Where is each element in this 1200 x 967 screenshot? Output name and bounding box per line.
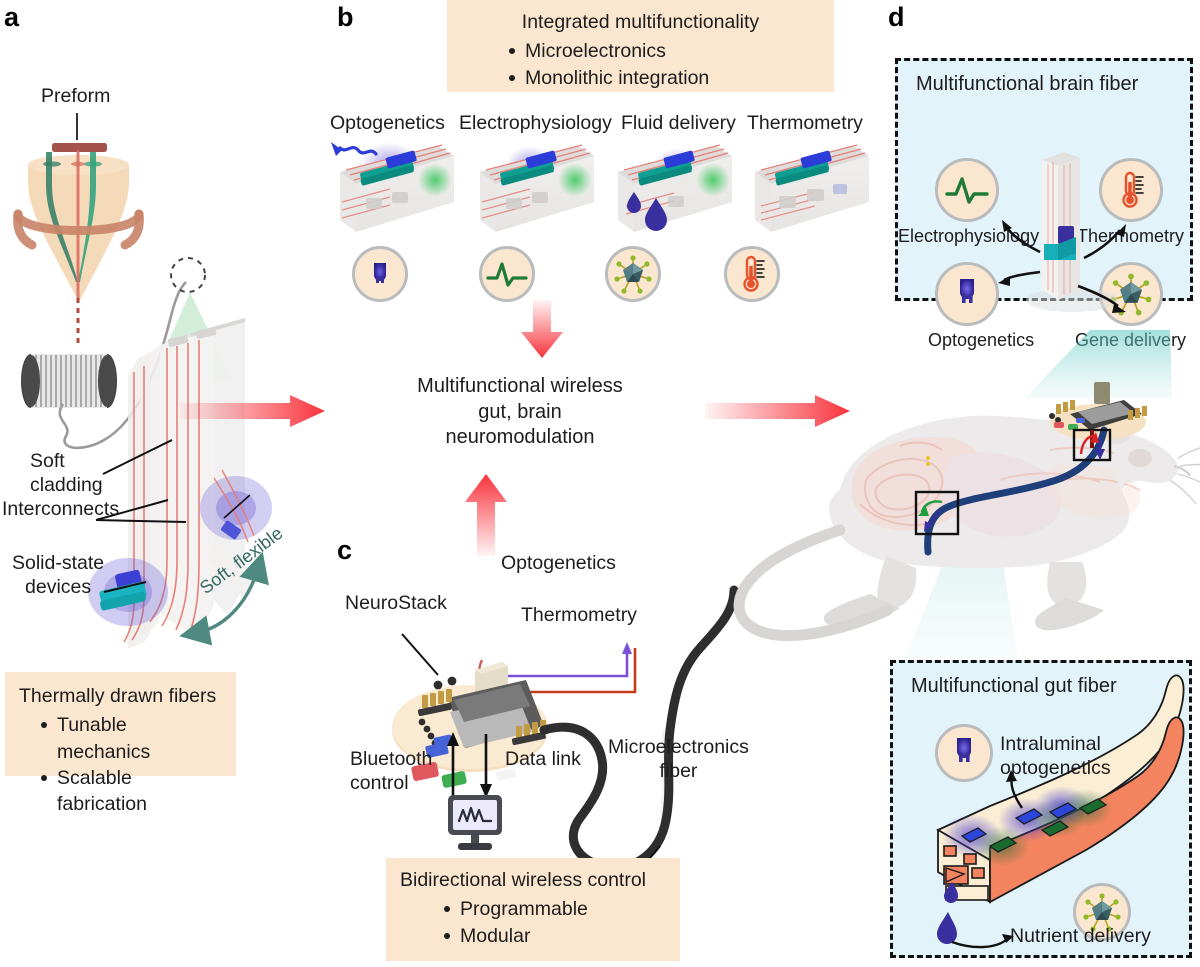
optogenetics-label-c: Optogenetics (501, 552, 616, 574)
data-link-label: Data link (505, 748, 581, 770)
brain-function-label-electrophysiology: Electrophysiology (898, 226, 1040, 246)
interconnects-label: Interconnects (2, 498, 120, 520)
center-arrows (180, 300, 850, 427)
brain-box-title: Multifunctional brain fiber (916, 73, 1139, 95)
virus-capsid-icon (605, 246, 661, 302)
panel-letter-d: d (888, 2, 905, 32)
gut-box-title: Multifunctional gut fiber (911, 675, 1117, 697)
brain-fiber-illustration (998, 152, 1126, 313)
soft-cladding-line1: Soft (30, 450, 65, 472)
callout-bullet: Programmable (444, 896, 666, 922)
bidirectional-arrows (447, 732, 492, 798)
mouse-illustration (733, 330, 1200, 660)
callout-bullets: Tunable mechanics Scalable fabrication (19, 712, 222, 817)
panel-letter-a: a (4, 2, 19, 32)
panel-b-device-tiles (331, 142, 869, 232)
center-line-2: gut, brain (478, 400, 562, 423)
bluetooth-line2: control (350, 771, 409, 794)
thermometer-icon (1099, 158, 1163, 222)
thermometry-label-c: Thermometry (521, 604, 637, 626)
panel-c-graphics (392, 585, 739, 872)
led-icon (352, 246, 408, 302)
microelectronics-line1: Microelectronics (608, 736, 749, 758)
callout-bullet: Tunable mechanics (41, 712, 222, 765)
center-statement: Multifunctional wireless gut, brain neur… (385, 374, 655, 451)
virus-capsid-icon (1073, 883, 1131, 941)
computer-monitor-icon (448, 795, 502, 850)
column-label-fluid-delivery: Fluid delivery (621, 112, 736, 134)
integrated-multifunctionality-callout: Integrated multifunctionality Microelect… (447, 0, 834, 92)
center-up-arrow (465, 474, 507, 556)
microelectronics-line2: fiber (659, 759, 698, 782)
callout-title: Integrated multifunctionality (521, 11, 760, 33)
thermally-drawn-fibers-callout: Thermally drawn fibers Tunable mechanics… (5, 672, 236, 815)
led-icon (935, 262, 999, 326)
callout-bullet: Modular (444, 923, 666, 949)
brain-function-label-optogenetics: Optogenetics (928, 330, 1035, 350)
callout-bullets: Programmable Modular (400, 896, 666, 949)
panel-a-graphics (13, 113, 272, 648)
callout-title: Thermally drawn fibers (19, 685, 217, 707)
neural-spike-icon (935, 158, 999, 222)
callout-bullet: Scalable fabrication (41, 765, 222, 818)
center-line-3: neuromodulation (445, 426, 595, 449)
callout-bullets: Microelectronics Monolithic integration (461, 38, 820, 91)
bluetooth-line1: Bluetooth (350, 748, 433, 770)
column-label-thermometry: Thermometry (747, 112, 863, 134)
neurostack-label: NeuroStack (345, 592, 447, 614)
thermometer-icon (724, 246, 780, 302)
callout-bullet: Microelectronics (509, 38, 820, 64)
soft-cladding-label: Soft cladding (30, 450, 103, 498)
gut-fiber-illustration (936, 674, 1185, 949)
panel-letter-c: c (337, 535, 352, 565)
bluetooth-control-label: Bluetooth control (350, 748, 432, 796)
gut-function-label-nutrient-delivery: Nutrient delivery (1010, 925, 1151, 947)
brain-function-label-thermometry: Thermometry (1077, 226, 1185, 246)
led-icon (935, 724, 993, 782)
panel-letter-b: b (337, 2, 354, 32)
microelectronics-fiber-label: Microelectronics fiber (608, 736, 749, 784)
intraluminal-line1: Intraluminal (1000, 733, 1101, 755)
preform-label: Preform (41, 85, 111, 107)
callout-title: Bidirectional wireless control (400, 869, 647, 891)
column-label-optogenetics: Optogenetics (330, 112, 445, 134)
bidirectional-wireless-control-callout: Bidirectional wireless control Programma… (386, 858, 680, 961)
solid-state-devices-label: Solid-state devices (12, 552, 104, 600)
virus-capsid-icon (1099, 262, 1163, 326)
intraluminal-line2: optogenetics (1000, 757, 1111, 780)
callout-bullet: Monolithic integration (509, 65, 820, 91)
gut-function-label-intraluminal-optogenetics: Intraluminal optogenetics (1000, 732, 1111, 781)
neural-spike-icon (479, 246, 535, 302)
soft-cladding-line2: cladding (30, 473, 103, 496)
solid-state-line2: devices (25, 575, 92, 598)
column-label-electrophysiology: Electrophysiology (459, 112, 612, 134)
center-line-1: Multifunctional wireless (417, 375, 623, 397)
solid-state-line1: Solid-state (12, 552, 105, 574)
